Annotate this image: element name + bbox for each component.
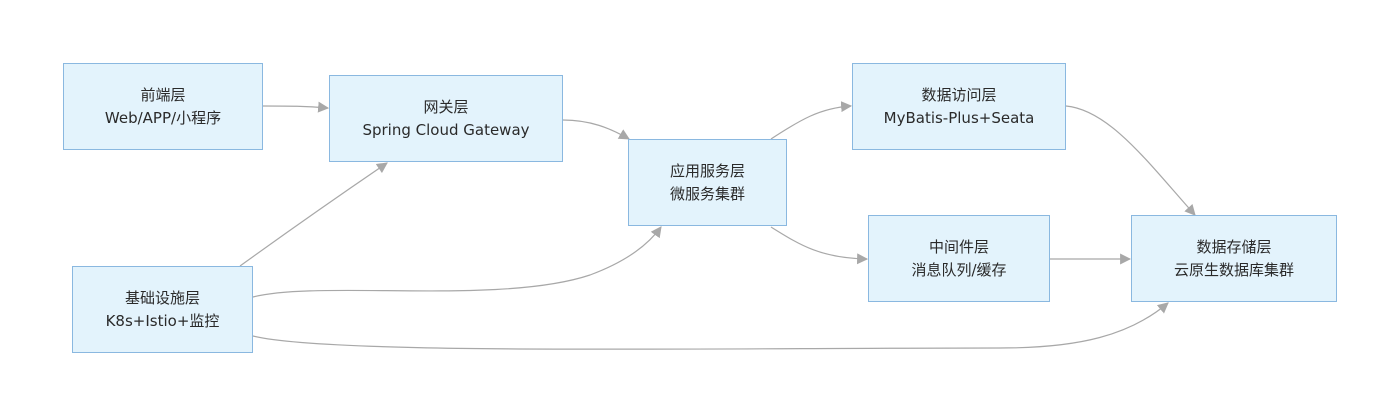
edge-app-to-dal — [770, 101, 853, 140]
node-app-service-title: 应用服务层 — [669, 161, 745, 180]
edge-dal-to-storage — [1065, 105, 1196, 216]
node-data-access: 数据访问层 MyBatis-Plus+Seata — [852, 63, 1066, 150]
node-infrastructure-title: 基础设施层 — [124, 288, 200, 307]
edge-frontend-to-gateway — [262, 101, 330, 113]
node-data-access-subtitle: MyBatis-Plus+Seata — [883, 108, 1035, 127]
node-app-service: 应用服务层 微服务集群 — [628, 139, 787, 226]
node-frontend: 前端层 Web/APP/小程序 — [63, 63, 263, 150]
node-frontend-title: 前端层 — [140, 85, 186, 104]
node-data-access-title: 数据访问层 — [921, 85, 997, 104]
node-gateway: 网关层 Spring Cloud Gateway — [329, 75, 563, 162]
edge-infra-to-storage — [252, 302, 1169, 350]
edge-gateway-to-app — [562, 119, 630, 140]
node-app-service-subtitle: 微服务集群 — [669, 184, 745, 203]
node-middleware-subtitle: 消息队列/缓存 — [911, 260, 1007, 279]
node-gateway-title: 网关层 — [423, 97, 469, 116]
node-frontend-subtitle: Web/APP/小程序 — [104, 108, 222, 127]
node-data-storage-title: 数据存储层 — [1196, 237, 1272, 256]
node-gateway-subtitle: Spring Cloud Gateway — [362, 120, 530, 139]
node-infrastructure: 基础设施层 K8s+Istio+监控 — [72, 266, 253, 353]
node-middleware: 中间件层 消息队列/缓存 — [868, 215, 1050, 302]
edge-infra-to-gateway — [239, 162, 388, 267]
node-data-storage-subtitle: 云原生数据库集群 — [1173, 260, 1294, 279]
edge-app-to-mw — [770, 226, 869, 265]
node-infrastructure-subtitle: K8s+Istio+监控 — [105, 311, 220, 330]
node-data-storage: 数据存储层 云原生数据库集群 — [1131, 215, 1337, 302]
node-middleware-title: 中间件层 — [928, 237, 989, 256]
edge-infra-to-app — [252, 226, 662, 298]
